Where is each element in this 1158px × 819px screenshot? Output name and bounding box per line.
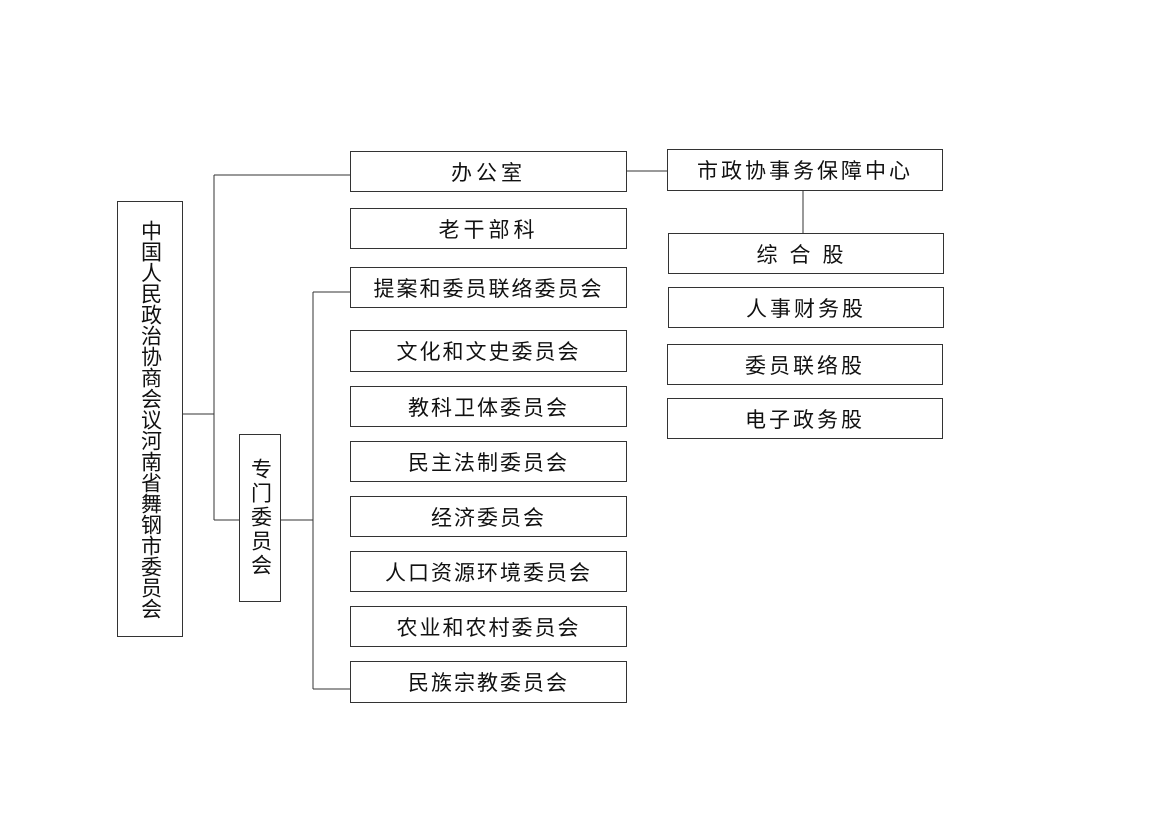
section-box: 综合股 xyxy=(668,233,944,274)
special-committees-box: 专门委员会 xyxy=(239,434,281,602)
service-center-box: 市政协事务保障中心 xyxy=(667,149,943,191)
veteran-cadre-label: 老干部科 xyxy=(438,217,539,242)
committee-label: 文化和文史委员会 xyxy=(396,340,581,364)
committee-box: 民主法制委员会 xyxy=(350,441,627,482)
committee-box: 教科卫体委员会 xyxy=(350,386,627,427)
committee-label: 人口资源环境委员会 xyxy=(385,560,592,585)
veteran-cadre-box: 老干部科 xyxy=(350,208,627,249)
committee-box: 人口资源环境委员会 xyxy=(350,551,627,592)
committee-label: 提案和委员联络委员会 xyxy=(373,276,604,301)
service-center-label: 市政协事务保障中心 xyxy=(697,159,913,183)
section-box: 人事财务股 xyxy=(668,287,944,328)
section-box: 委员联络股 xyxy=(667,344,943,385)
committee-label: 教科卫体委员会 xyxy=(408,395,569,420)
committee-label: 农业和农村委员会 xyxy=(396,615,581,640)
section-label: 人事财务股 xyxy=(746,296,866,321)
committee-box: 文化和文史委员会 xyxy=(350,330,627,372)
section-box: 电子政务股 xyxy=(667,398,943,439)
committee-box: 经济委员会 xyxy=(350,496,627,537)
special-committees-label: 专门委员会 xyxy=(248,458,273,578)
committee-box: 农业和农村委员会 xyxy=(350,606,627,647)
committee-box: 民族宗教委员会 xyxy=(350,661,627,703)
committee-box: 提案和委员联络委员会 xyxy=(350,267,627,308)
committee-label: 民族宗教委员会 xyxy=(408,671,569,695)
section-label: 电子政务股 xyxy=(745,407,865,432)
root-org-label: 中国人民政治协商会议河南省舞钢市委员会 xyxy=(138,219,163,619)
committee-label: 经济委员会 xyxy=(431,505,546,530)
root-org-box: 中国人民政治协商会议河南省舞钢市委员会 xyxy=(117,201,183,637)
section-label: 委员联络股 xyxy=(745,353,865,378)
office-label: 办公室 xyxy=(451,160,526,185)
section-label: 综合股 xyxy=(756,242,856,267)
office-box: 办公室 xyxy=(350,151,627,192)
committee-label: 民主法制委员会 xyxy=(408,450,569,475)
